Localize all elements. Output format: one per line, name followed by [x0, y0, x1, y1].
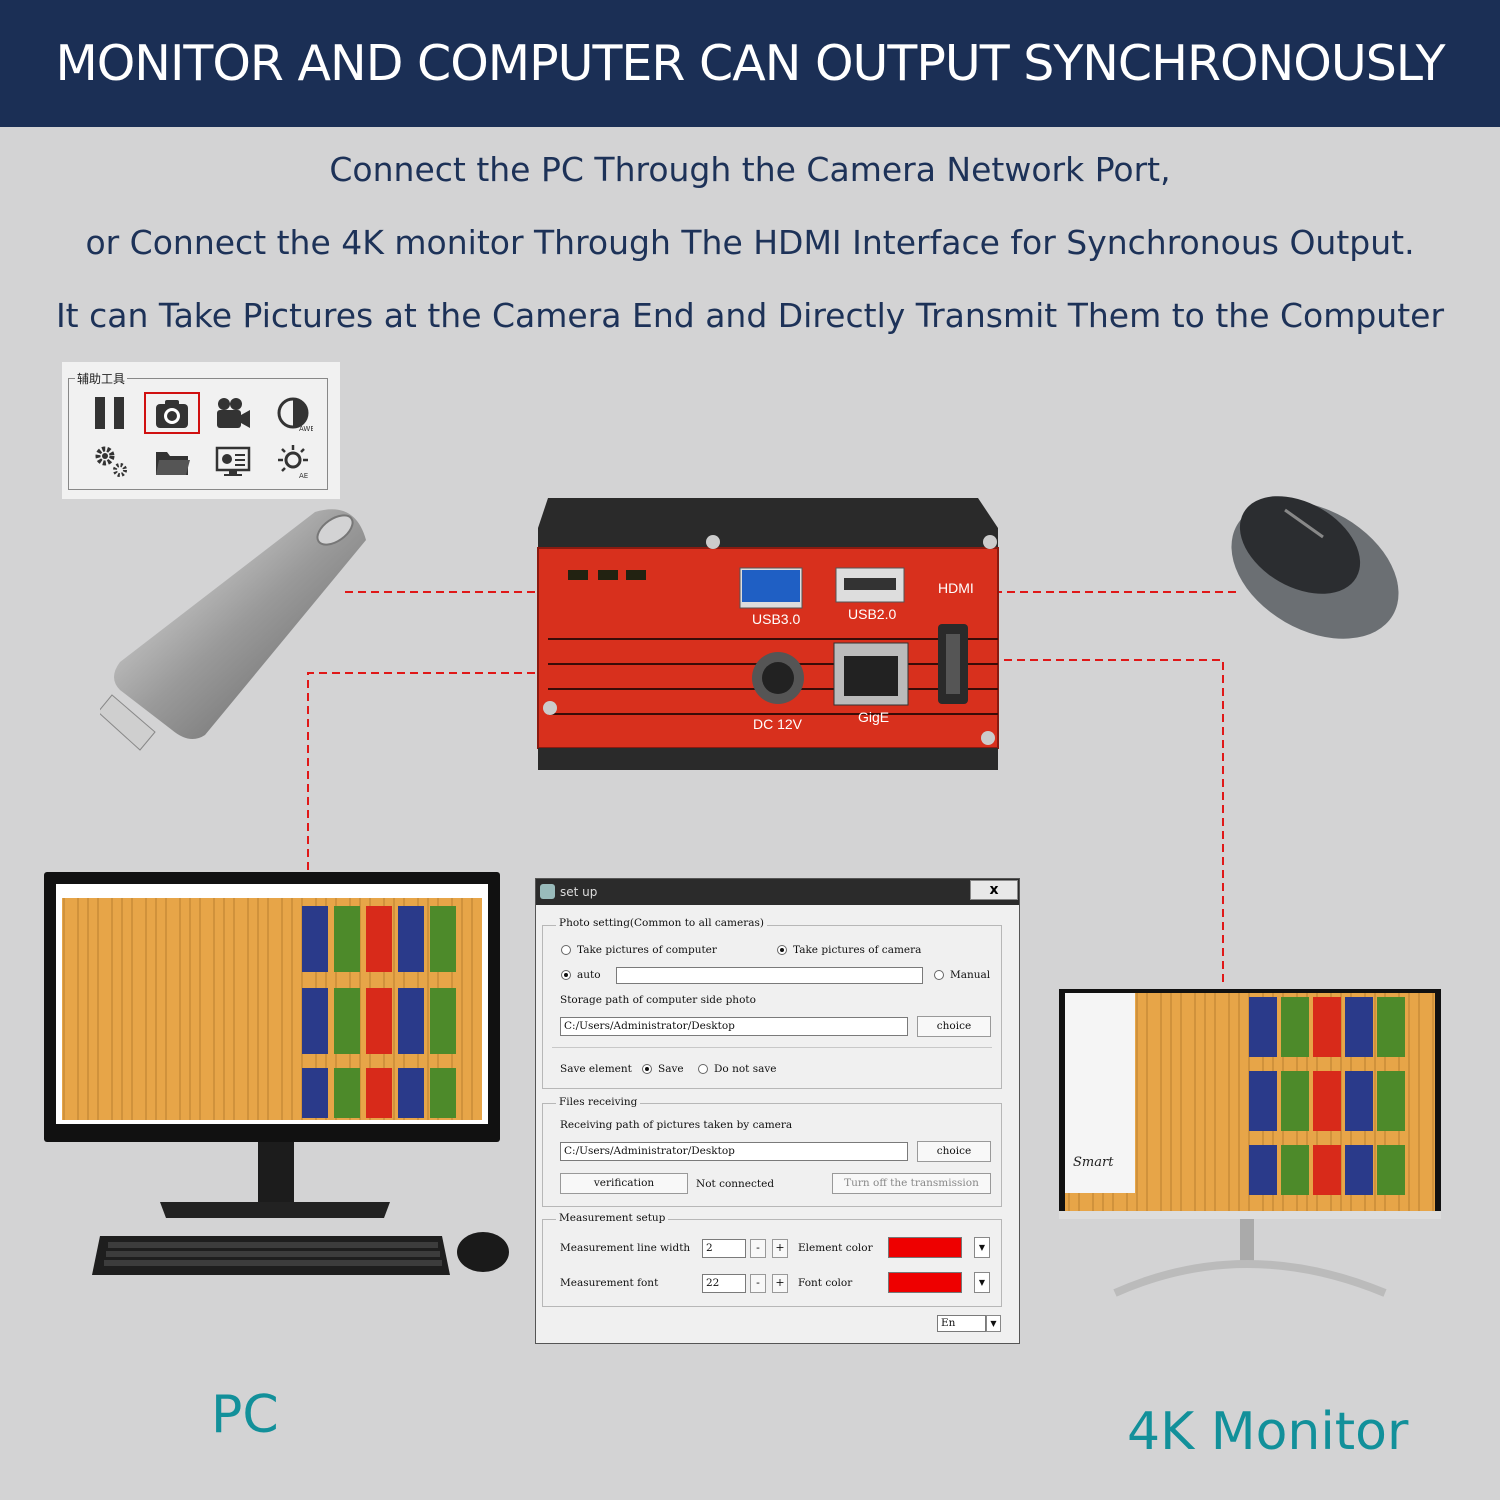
- font-size-input[interactable]: 22: [702, 1274, 746, 1293]
- receiving-path-input[interactable]: C:/Users/Administrator/Desktop: [560, 1142, 908, 1161]
- manual-label: Manual: [950, 969, 991, 981]
- verification-button[interactable]: verification: [560, 1173, 688, 1194]
- usb3-port-label: USB3.0: [752, 611, 801, 627]
- monitor-brand-logo: Smart: [1073, 1155, 1114, 1170]
- turn-off-transmission-button[interactable]: Turn off the transmission: [832, 1173, 991, 1194]
- measurement-font-label: Measurement font: [560, 1277, 659, 1289]
- connection-status: Not connected: [696, 1178, 775, 1190]
- pc-workstation: [44, 872, 509, 1275]
- dialog-title: set up: [560, 885, 598, 899]
- svg-text:AE: AE: [299, 472, 308, 480]
- subtitle-line-1: Connect the PC Through the Camera Networ…: [329, 150, 1171, 189]
- line-width-label: Measurement line width: [560, 1242, 691, 1254]
- measurement-setup-group: [542, 1219, 1002, 1307]
- photo-setting-legend: Photo setting(Common to all cameras): [556, 917, 767, 929]
- element-color-swatch[interactable]: [888, 1237, 962, 1258]
- line-width-increment-button[interactable]: +: [772, 1239, 788, 1258]
- auto-radio[interactable]: [561, 970, 571, 980]
- line-width-decrement-button[interactable]: -: [750, 1239, 766, 1258]
- font-color-label: Font color: [798, 1277, 853, 1289]
- do-not-save-label: Do not save: [714, 1063, 777, 1075]
- subtitle-line-3: It can Take Pictures at the Camera End a…: [55, 296, 1445, 335]
- svg-text:AWB: AWB: [299, 425, 313, 433]
- element-color-label: Element color: [798, 1242, 873, 1254]
- toolbox-title: 辅助工具: [77, 372, 126, 386]
- monitor-label: 4K Monitor: [1127, 1402, 1409, 1462]
- save-radio[interactable]: [642, 1064, 652, 1074]
- folder-icon[interactable]: [153, 442, 191, 480]
- camera-icon[interactable]: [153, 395, 191, 433]
- photo-setting-group: [542, 925, 1002, 1089]
- take-pictures-computer-label: Take pictures of computer: [577, 944, 717, 956]
- pause-icon[interactable]: [92, 394, 130, 432]
- subtitle-line-2: or Connect the 4K monitor Through The HD…: [85, 223, 1415, 262]
- wireless-mouse: [1231, 496, 1399, 639]
- 4k-monitor: [1059, 989, 1441, 1297]
- save-label: Save: [658, 1063, 684, 1075]
- header-banner: MONITOR AND COMPUTER CAN OUTPUT SYNCHRON…: [0, 0, 1500, 127]
- storage-choice-button[interactable]: choice: [917, 1016, 991, 1037]
- manual-radio[interactable]: [934, 970, 944, 980]
- dialog-titlebar: set up: [536, 879, 1019, 905]
- receiving-path-label: Receiving path of pictures taken by came…: [560, 1119, 793, 1131]
- dc-port-label: DC 12V: [753, 716, 803, 732]
- save-element-label: Save element: [560, 1063, 632, 1075]
- screen-capture-icon[interactable]: [214, 442, 252, 480]
- camera-device: USB3.0 USB2.0 HDMI DC 12V GigE: [528, 498, 1003, 770]
- awb-icon[interactable]: AWB: [275, 395, 313, 433]
- camera-button-highlight[interactable]: [144, 392, 200, 434]
- take-pictures-camera-label: Take pictures of camera: [793, 944, 922, 956]
- receiving-choice-button[interactable]: choice: [917, 1141, 991, 1162]
- settings-gear-icon[interactable]: [92, 442, 130, 480]
- auto-label: auto: [577, 969, 601, 981]
- gige-port-label: GigE: [858, 709, 890, 725]
- video-record-icon[interactable]: [214, 395, 252, 433]
- files-receiving-legend: Files receiving: [556, 1096, 641, 1108]
- take-pictures-computer-radio[interactable]: [561, 945, 571, 955]
- element-color-dropdown-icon[interactable]: ▼: [974, 1237, 990, 1258]
- font-size-decrement-button[interactable]: -: [750, 1274, 766, 1293]
- measurement-setup-legend: Measurement setup: [556, 1212, 669, 1224]
- font-color-swatch[interactable]: [888, 1272, 962, 1293]
- ae-brightness-icon[interactable]: AE: [275, 442, 313, 480]
- page-title: MONITOR AND COMPUTER CAN OUTPUT SYNCHRON…: [55, 35, 1445, 92]
- divider: [552, 1047, 992, 1048]
- language-dropdown-icon[interactable]: ▼: [986, 1315, 1001, 1332]
- hdmi-port-label: HDMI: [938, 580, 974, 596]
- do-not-save-radio[interactable]: [698, 1064, 708, 1074]
- app-logo-icon: [540, 884, 555, 899]
- font-size-increment-button[interactable]: +: [772, 1274, 788, 1293]
- pc-label: PC: [211, 1385, 279, 1445]
- usb2-port-label: USB2.0: [848, 606, 897, 622]
- storage-path-label: Storage path of computer side photo: [560, 994, 756, 1006]
- storage-path-input[interactable]: C:/Users/Administrator/Desktop: [560, 1017, 908, 1036]
- setup-dialog: set up x Photo setting(Common to all cam…: [535, 878, 1020, 1344]
- manual-path-input[interactable]: [616, 967, 923, 984]
- line-width-input[interactable]: 2: [702, 1239, 746, 1258]
- files-receiving-group: [542, 1103, 1002, 1207]
- monitor-connection-line: [965, 659, 1224, 985]
- auxiliary-toolbox: 辅助工具 AWB AE: [62, 362, 340, 499]
- font-color-dropdown-icon[interactable]: ▼: [974, 1272, 990, 1293]
- language-select[interactable]: En: [937, 1315, 986, 1332]
- usb-flash-drive: [100, 509, 366, 751]
- close-button[interactable]: x: [970, 880, 1018, 900]
- take-pictures-camera-radio[interactable]: [777, 945, 787, 955]
